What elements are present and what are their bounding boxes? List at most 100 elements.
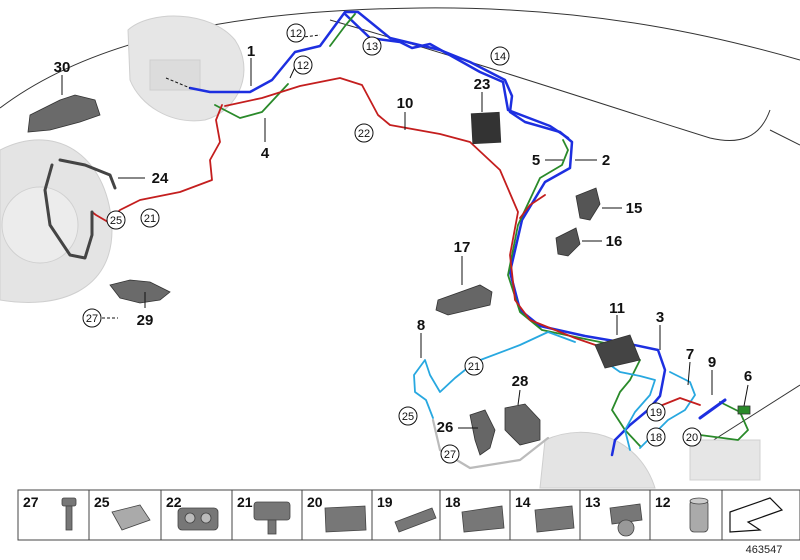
label-1: 1 [247,43,255,60]
label-15: 15 [626,200,643,217]
part-16 [555,227,581,257]
circled-label-14: 14 [490,46,510,66]
legend-label-18: 18 [445,494,461,510]
circled-label-27b: 27 [440,444,460,464]
label-8: 8 [417,317,425,334]
part-29 [109,279,171,304]
part-26 [469,409,496,456]
label-26: 26 [437,419,454,436]
label-23: 23 [474,76,491,93]
legend-label-22: 22 [166,494,182,510]
circled-label-22: 22 [354,123,374,143]
label-5: 5 [532,152,540,169]
svg-text:27: 27 [86,313,98,325]
part-15 [575,187,601,221]
arrow-icon [729,497,784,533]
part-23 [470,111,502,145]
label-9: 9 [708,354,716,371]
sleeve-12-icon [689,497,709,533]
label-29: 29 [137,312,154,329]
part-11 [594,334,641,369]
leader-lines [61,34,749,429]
legend-cells [88,490,723,540]
part-17 [435,284,493,316]
brake-lines [43,10,749,470]
svg-text:21: 21 [468,361,480,373]
svg-text:13: 13 [366,41,378,53]
svg-text:18: 18 [650,432,662,444]
legend-icons [61,497,784,537]
clip-14-icon [534,505,575,533]
clip-20-icon [324,505,367,533]
svg-text:12: 12 [297,60,309,72]
legend-label-21: 21 [237,494,253,510]
label-30: 30 [54,59,71,76]
clip-21-icon [253,501,291,535]
label-16: 16 [606,233,623,250]
callout-labels: 1 2 3 4 5 6 7 8 9 10 11 15 16 17 23 24 2… [54,43,753,436]
parts [27,94,751,456]
circled-label-12b: 12 [293,55,313,75]
label-11: 11 [609,300,625,317]
circled-label-21a: 21 [140,208,160,228]
circled-label-25a: 25 [106,210,126,230]
circled-label-12a: 12 [286,23,306,43]
svg-text:25: 25 [402,411,414,423]
brake-line-blue-2 [343,12,570,140]
reference-number: 463547 [746,544,783,556]
circled-label-18: 18 [646,427,666,447]
brake-hose-bottom [431,418,550,470]
brake-line-green [214,13,749,447]
svg-text:25: 25 [110,215,122,227]
legend-label-12: 12 [655,494,671,510]
svg-text:14: 14 [494,51,506,63]
svg-text:19: 19 [650,407,662,419]
clip-13-icon [609,503,643,537]
label-7: 7 [686,346,694,363]
legend-strip: 27 25 22 21 20 19 18 14 13 12 [17,489,800,541]
brake-line-blue-1 [188,10,667,457]
brake-line-lightblue [413,331,696,451]
svg-text:21: 21 [144,213,156,225]
brake-disc-right-ghost [539,431,761,489]
svg-text:27: 27 [444,449,456,461]
clip-22-icon [177,507,219,531]
svg-text:22: 22 [358,128,370,140]
legend-label-14: 14 [515,494,531,510]
legend-label-25: 25 [94,494,110,510]
circled-label-27a: 27 [82,308,102,328]
brake-line-9 [698,398,727,420]
label-6: 6 [744,368,752,385]
legend-label-13: 13 [585,494,601,510]
brake-line-red [91,77,621,353]
legend-label-27: 27 [23,494,39,510]
label-3: 3 [656,309,664,326]
circled-label-21b: 21 [464,356,484,376]
clip-18-icon [461,505,505,533]
circled-label-13: 13 [362,36,382,56]
circled-label-20: 20 [682,427,702,447]
svg-text:20: 20 [686,432,698,444]
label-28: 28 [512,373,529,390]
part-6 [737,405,751,415]
label-4: 4 [261,145,270,162]
circled-label-25b: 25 [398,406,418,426]
circled-labels: 12 12 13 14 22 25 21 27 [82,23,702,464]
brake-booster-ghost [127,15,245,122]
brake-hose-24 [43,158,117,260]
label-17: 17 [454,239,471,256]
bolt-icon [61,497,77,531]
legend-label-19: 19 [377,494,393,510]
svg-text:12: 12 [290,28,302,40]
body-outline [0,7,800,456]
label-24: 24 [152,170,169,187]
label-10: 10 [397,95,414,112]
part-30 [27,94,101,133]
brake-disc-left-ghost [0,139,113,303]
legend-label-20: 20 [307,494,323,510]
clip-19-icon [394,507,437,533]
clip-25-icon [111,504,151,531]
circled-label-19: 19 [646,402,666,422]
